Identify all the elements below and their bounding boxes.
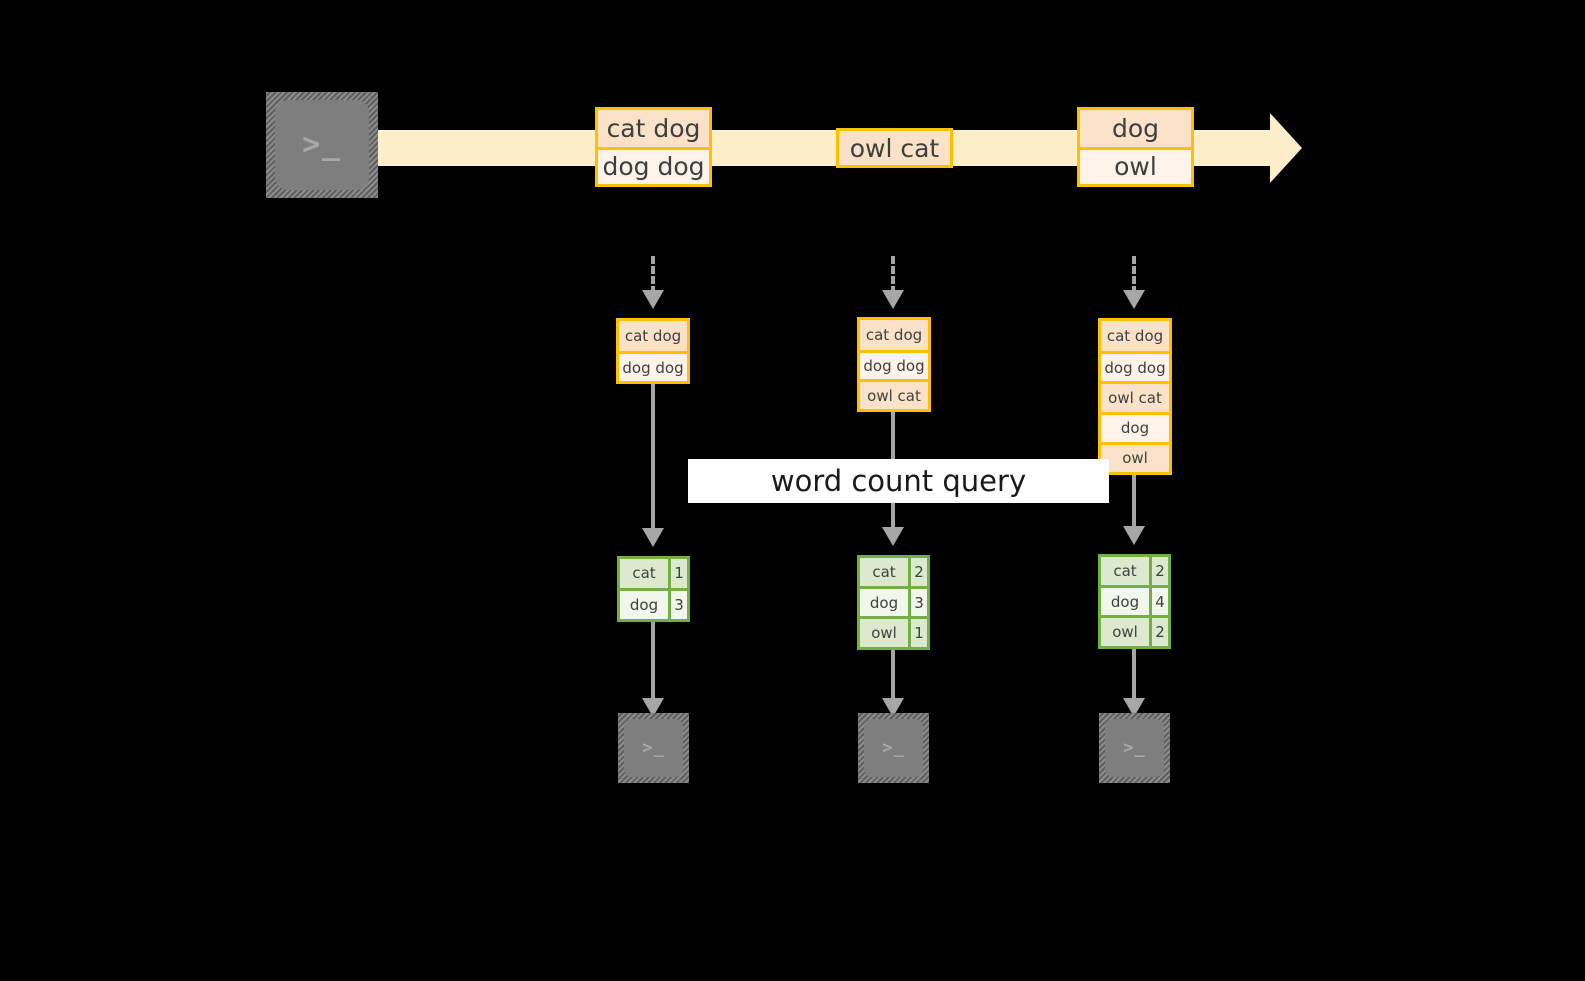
stream-message-line: dog dog [598, 146, 709, 184]
stage-1-state-to-result-connector [651, 384, 655, 535]
terminal-prompt-glyph: >_ [642, 738, 665, 758]
state-line: cat dog [619, 321, 687, 351]
stage-1-inbound-connector [651, 256, 655, 294]
stage-3-result-arrowhead [1123, 526, 1145, 545]
stage-2-result-to-sink-connector [891, 650, 895, 705]
stage-3-result-table[interactable]: cat 2 dog 4 owl 2 [1098, 554, 1171, 649]
stage-1-inbound-arrowhead [642, 290, 664, 309]
table-row: cat 1 [620, 559, 687, 588]
state-line: dog dog [860, 349, 928, 380]
query-banner: word count query [688, 459, 1109, 503]
result-word: owl [860, 619, 908, 648]
stage-1-result-to-sink-connector [651, 622, 655, 705]
table-row: dog 3 [860, 585, 927, 617]
result-word: dog [860, 588, 908, 617]
result-count: 2 [1149, 557, 1168, 585]
terminal-prompt-glyph: >_ [882, 738, 905, 758]
stage-1-state-box[interactable]: cat dog dog dog [616, 318, 690, 384]
stage-2-result-arrowhead [882, 527, 904, 546]
result-word: dog [620, 590, 668, 619]
stage-1-result-arrowhead [642, 528, 664, 547]
state-line: cat dog [860, 320, 928, 350]
stream-message-line: dog [1080, 110, 1191, 147]
stream-message-line: cat dog [598, 110, 709, 147]
sink-terminal-screen: >_ [1104, 718, 1165, 778]
state-line: owl [1101, 441, 1169, 473]
stream-message-3[interactable]: dog owl [1077, 107, 1194, 187]
stage-3-result-to-sink-connector [1132, 649, 1136, 705]
result-count: 1 [668, 559, 687, 588]
state-line: dog [1101, 411, 1169, 442]
stage-3-state-box[interactable]: cat dog dog dog owl cat dog owl [1098, 318, 1172, 475]
source-terminal-icon[interactable]: >_ [266, 92, 378, 198]
sink-terminal-screen: >_ [623, 718, 684, 778]
state-line: owl cat [1101, 381, 1169, 412]
stage-2-state-box[interactable]: cat dog dog dog owl cat [857, 317, 931, 412]
table-row: cat 2 [1101, 557, 1168, 585]
stream-message-2[interactable]: owl cat [836, 128, 953, 168]
result-word: cat [1101, 557, 1149, 585]
table-row: dog 3 [620, 587, 687, 619]
stage-1-sink-terminal-icon[interactable]: >_ [618, 713, 689, 783]
stage-3-sink-arrowhead [1123, 698, 1145, 717]
state-line: dog dog [619, 351, 687, 381]
query-banner-label: word count query [770, 464, 1027, 498]
source-terminal-screen: >_ [274, 100, 370, 190]
result-word: dog [1101, 587, 1149, 616]
result-count: 2 [1149, 618, 1168, 647]
state-line: cat dog [1101, 321, 1169, 352]
result-count: 3 [908, 588, 927, 617]
stage-2-inbound-connector [891, 256, 895, 294]
table-row: cat 2 [860, 558, 927, 586]
result-word: owl [1101, 618, 1149, 647]
result-count: 4 [1149, 587, 1168, 616]
stage-3-state-to-result-connector [1132, 475, 1136, 533]
stage-2-sink-terminal-icon[interactable]: >_ [858, 713, 929, 783]
state-line: dog dog [1101, 351, 1169, 382]
stage-1-sink-arrowhead [642, 698, 664, 717]
stage-2-result-table[interactable]: cat 2 dog 3 owl 1 [857, 555, 930, 650]
result-word: cat [620, 559, 668, 588]
stage-3-sink-terminal-icon[interactable]: >_ [1099, 713, 1170, 783]
stream-arrow-head [1270, 113, 1302, 183]
sink-terminal-screen: >_ [863, 718, 924, 778]
stream-message-line: owl cat [839, 131, 950, 165]
stage-2-inbound-arrowhead [882, 290, 904, 309]
table-row: owl 1 [860, 616, 927, 648]
stream-message-1[interactable]: cat dog dog dog [595, 107, 712, 187]
result-word: cat [860, 558, 908, 586]
table-row: owl 2 [1101, 615, 1168, 647]
stage-3-inbound-arrowhead [1123, 290, 1145, 309]
result-count: 1 [908, 619, 927, 648]
stage-3-inbound-connector [1132, 256, 1136, 294]
result-count: 2 [908, 558, 927, 586]
terminal-prompt-glyph: >_ [1123, 738, 1146, 758]
stream-message-line: owl [1080, 146, 1191, 184]
state-line: owl cat [860, 379, 928, 409]
stage-1-result-table[interactable]: cat 1 dog 3 [617, 556, 690, 622]
stage-2-sink-arrowhead [882, 698, 904, 717]
table-row: dog 4 [1101, 584, 1168, 616]
terminal-prompt-glyph: >_ [302, 126, 342, 162]
result-count: 3 [668, 590, 687, 619]
